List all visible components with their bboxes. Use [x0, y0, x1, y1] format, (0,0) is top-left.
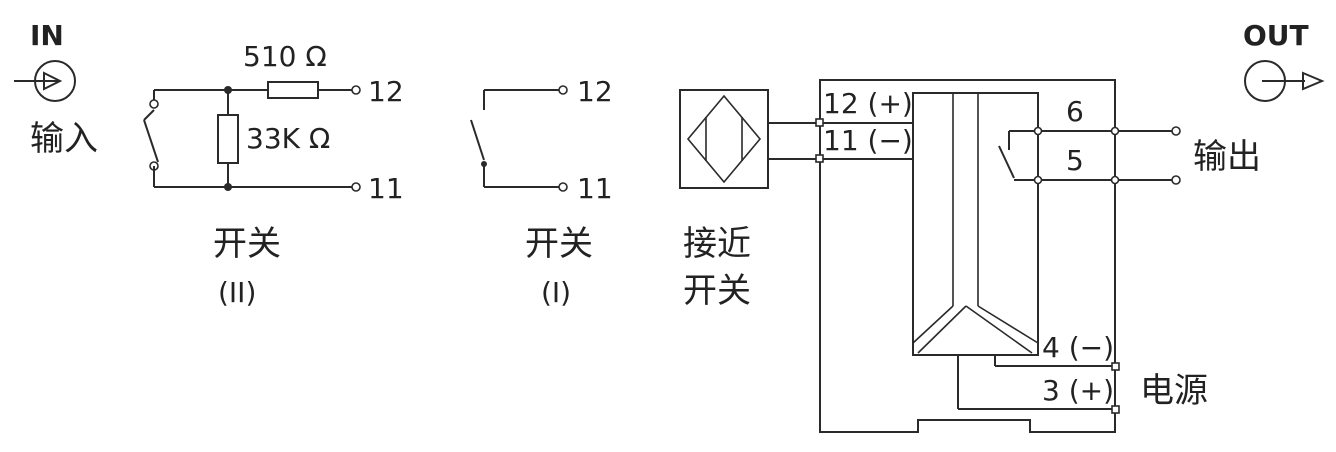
terminal-11-ii [351, 182, 361, 192]
pin-6-label: 6 [1066, 95, 1084, 128]
resistor-33k-label: 33K Ω [246, 122, 330, 155]
input-label: 输入 [30, 119, 98, 159]
resistor-33k-icon [217, 114, 239, 164]
terminal-12-ii [351, 85, 361, 95]
switch-ii-caption-sub: (II) [218, 276, 256, 309]
in-title: IN [30, 19, 64, 52]
switch-ii-caption: 开关 [213, 224, 281, 264]
pin-5-label: 5 [1066, 144, 1084, 177]
switch-i-caption-sub: (I) [541, 276, 571, 309]
proximity-caption-2: 开关 [683, 271, 751, 311]
switch-i-caption: 开关 [525, 224, 593, 264]
terminal-12-i [558, 85, 568, 95]
terminal-11-i [558, 182, 568, 192]
resistor-510-icon [267, 81, 319, 99]
power-label: 电源 [1140, 371, 1208, 411]
pin-3-label: 3 (+) [1042, 374, 1114, 407]
switch-i-circuit [470, 85, 568, 192]
out-title: OUT [1243, 19, 1309, 52]
isolator-module [768, 79, 1181, 433]
isolation-block [912, 92, 1039, 356]
switch-ii-circuit [143, 81, 361, 192]
output-terminal-6 [1171, 126, 1181, 136]
proximity-sensor-icon [679, 89, 769, 189]
pin-4-label: 4 (−) [1042, 331, 1114, 364]
switch-i-terminal-12: 12 [577, 75, 613, 108]
output-symbol-icon [1244, 60, 1325, 102]
switch-ii-terminal-11: 11 [368, 172, 404, 205]
resistor-510-label: 510 Ω [243, 40, 327, 73]
output-label: 输出 [1193, 137, 1261, 177]
proximity-caption-1: 接近 [683, 224, 751, 264]
pin-12-label: 12 (+) [823, 87, 913, 120]
output-terminal-5 [1171, 175, 1181, 185]
switch-i-terminal-11: 11 [577, 172, 613, 205]
pin-11-label: 11 (−) [823, 124, 913, 157]
switch-ii-terminal-12: 12 [368, 75, 404, 108]
input-symbol-icon [14, 60, 76, 102]
